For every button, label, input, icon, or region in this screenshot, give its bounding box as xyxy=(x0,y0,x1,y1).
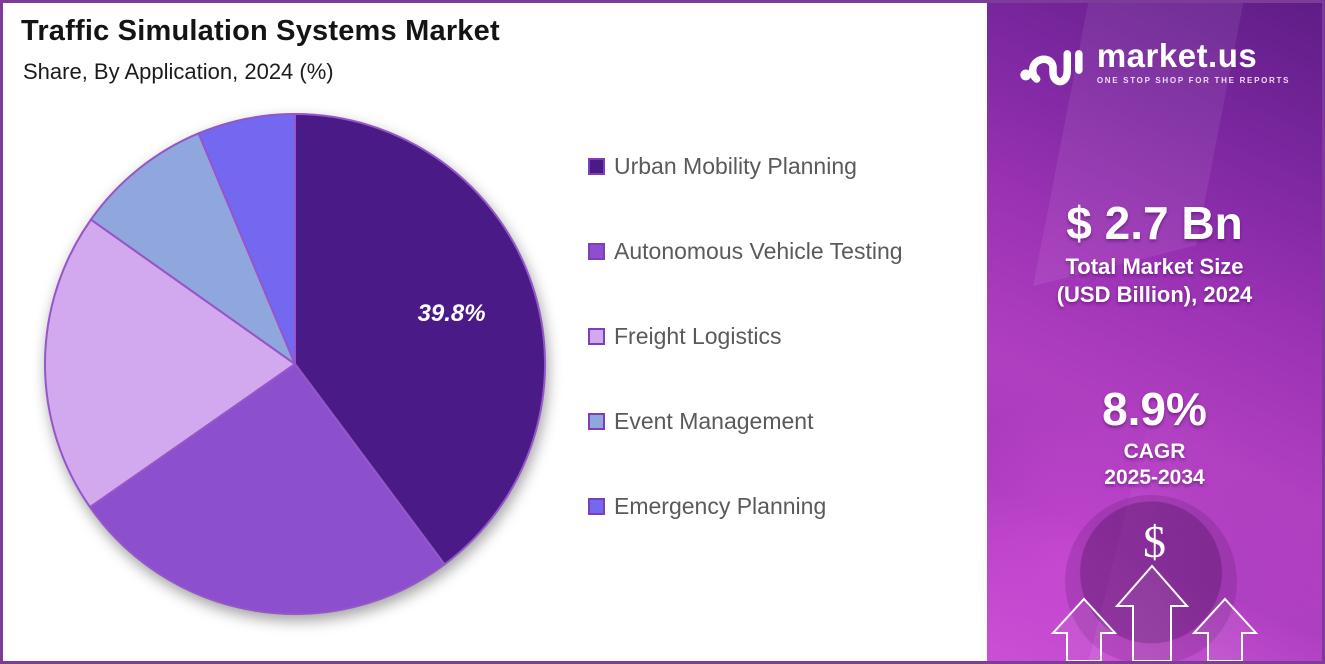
legend-swatch xyxy=(588,413,605,430)
brand-sidebar: market.us ONE STOP SHOP FOR THE REPORTS … xyxy=(987,3,1322,661)
cagr-stat: 8.9% CAGR 2025-2034 xyxy=(987,381,1322,491)
legend-item-event-management: Event Management xyxy=(588,408,903,435)
chart-area: Traffic Simulation Systems Market Share,… xyxy=(3,3,993,661)
page-title: Traffic Simulation Systems Market xyxy=(21,15,500,47)
legend-label: Freight Logistics xyxy=(614,323,782,349)
market-size-label-line1: Total Market Size xyxy=(1065,253,1244,279)
pie-slice-emergency-planning xyxy=(197,113,296,365)
pie-slice-event-management xyxy=(89,132,296,365)
legend-item-freight-logistics: Freight Logistics xyxy=(588,323,903,350)
market-size-label-line2: (USD Billion), 2024 xyxy=(1056,281,1253,307)
legend-swatch xyxy=(588,328,605,345)
market-size-stat: $ 2.7 Bn Total Market Size (USD Billion)… xyxy=(987,195,1322,309)
chart-subtitle: Share, By Application, 2024 (%) xyxy=(23,59,334,84)
market-us-logo-icon xyxy=(1020,50,1083,86)
pie-slice-urban-mobility-planning xyxy=(294,113,546,566)
logo-text-block: market.us ONE STOP SHOP FOR THE REPORTS xyxy=(1097,39,1290,85)
legend-item-autonomous-vehicle-testing: Autonomous Vehicle Testing xyxy=(588,238,903,265)
dollar-symbol: $ xyxy=(1143,516,1166,567)
logo-tagline: ONE STOP SHOP FOR THE REPORTS xyxy=(1096,76,1291,85)
cagr-value: 8.9% xyxy=(1102,383,1207,435)
legend-label: Urban Mobility Planning xyxy=(614,153,857,179)
growth-arrows-icon xyxy=(1050,564,1259,661)
legend-swatch xyxy=(588,158,605,175)
pie-data-label: 39.8% xyxy=(418,300,486,327)
legend-item-urban-mobility-planning: Urban Mobility Planning xyxy=(588,153,903,180)
pie-slice-freight-logistics xyxy=(44,218,296,509)
market-us-logo: market.us ONE STOP SHOP FOR THE REPORTS xyxy=(987,31,1322,93)
legend-swatch xyxy=(588,498,605,515)
legend-item-emergency-planning: Emergency Planning xyxy=(588,493,903,520)
market-size-value: $ 2.7 Bn xyxy=(1066,197,1243,249)
growth-arrow-center xyxy=(1114,564,1190,661)
legend-label: Emergency Planning xyxy=(614,493,827,519)
growth-arrow-left xyxy=(1050,597,1118,661)
legend-swatch xyxy=(588,243,605,260)
pie-slice-autonomous-vehicle-testing xyxy=(89,363,446,615)
growth-arrow-right xyxy=(1191,597,1259,661)
legend-label: Autonomous Vehicle Testing xyxy=(614,238,903,264)
pie-chart: 39.8% xyxy=(44,113,546,615)
cagr-label: CAGR xyxy=(1123,439,1186,463)
logo-brand-text: market.us xyxy=(1096,37,1258,74)
legend-label: Event Management xyxy=(614,408,814,434)
cagr-period: 2025-2034 xyxy=(1104,465,1205,489)
